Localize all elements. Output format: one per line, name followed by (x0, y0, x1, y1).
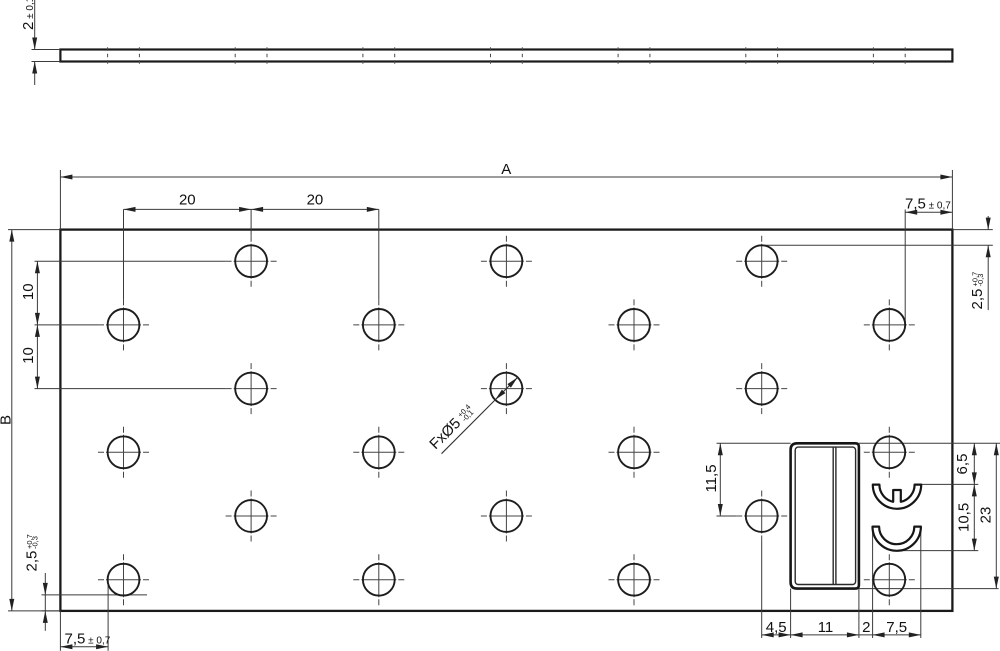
svg-text:6,5: 6,5 (954, 454, 971, 475)
svg-text:-0,3: -0,3 (30, 536, 39, 549)
svg-text:10: 10 (20, 283, 37, 300)
svg-text:23: 23 (977, 507, 994, 524)
svg-text:20: 20 (179, 192, 196, 209)
svg-text:2: 2 (862, 619, 870, 636)
svg-text:A: A (501, 161, 511, 178)
svg-text:+0,7: +0,7 (25, 534, 34, 549)
svg-text:2,5: 2,5 (24, 551, 41, 572)
svg-text:4,5: 4,5 (766, 619, 787, 636)
svg-text:10,5: 10,5 (956, 503, 973, 532)
svg-text:7,5 ± 0,7: 7,5 ± 0,7 (905, 196, 951, 213)
svg-text:20: 20 (307, 192, 324, 209)
svg-text:11,5: 11,5 (703, 464, 720, 492)
svg-text:7,5: 7,5 (886, 619, 907, 636)
svg-text:2,5: 2,5 (969, 289, 986, 310)
svg-text:7,5 ± 0,7: 7,5 ± 0,7 (65, 630, 111, 647)
svg-text:+0,7: +0,7 (970, 272, 979, 287)
svg-text:11: 11 (818, 619, 834, 636)
svg-text:-0,3: -0,3 (976, 274, 985, 287)
svg-text:B: B (0, 415, 15, 425)
svg-text:2 ± 0,1: 2 ± 0,1 (20, 0, 37, 30)
svg-text:10: 10 (20, 347, 37, 364)
